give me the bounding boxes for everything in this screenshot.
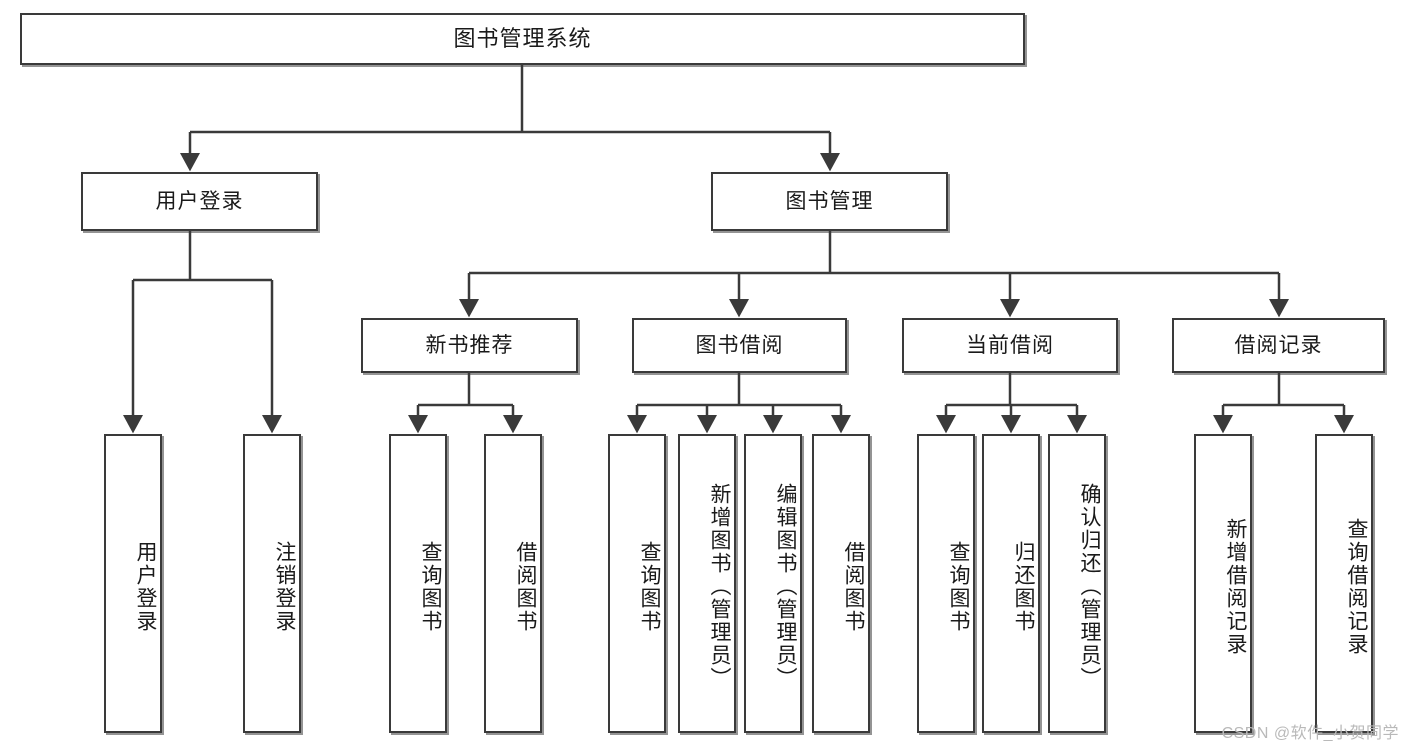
node-leaf-borrow-book-2[interactable]: 借阅图书 — [812, 434, 870, 733]
node-borrow-record[interactable]: 借阅记录 — [1172, 318, 1385, 373]
node-leaf-add-book[interactable]: 新增图书（管理员） — [678, 434, 736, 733]
node-label: 图书管理 — [785, 189, 874, 213]
node-leaf-user-login[interactable]: 用户登录 — [104, 434, 162, 733]
node-leaf-borrow-book-1[interactable]: 借阅图书 — [484, 434, 542, 733]
node-label: 查询图书 — [419, 540, 442, 633]
node-book-manage[interactable]: 图书管理 — [711, 172, 948, 231]
node-label: 借阅图书 — [842, 540, 865, 633]
watermark-text: CSDN @软件_小贺同学 — [1221, 725, 1399, 742]
node-label: 新增借阅记录 — [1224, 517, 1247, 656]
node-leaf-user-logout[interactable]: 注销登录 — [243, 434, 301, 733]
node-label: 用户登录 — [155, 189, 244, 213]
node-label: 查询图书 — [638, 540, 661, 633]
node-label: 编辑图书（管理员） — [774, 483, 797, 690]
node-label: 查询图书 — [947, 540, 970, 633]
node-leaf-query-book-1[interactable]: 查询图书 — [389, 434, 447, 733]
node-label: 图书管理系统 — [453, 25, 592, 51]
node-root-system[interactable]: 图书管理系统 — [20, 13, 1025, 65]
node-label: 新增图书（管理员） — [708, 483, 731, 690]
node-label: 借阅记录 — [1234, 333, 1323, 357]
node-leaf-query-book-3[interactable]: 查询图书 — [917, 434, 975, 733]
node-label: 当前借阅 — [966, 333, 1054, 357]
node-label: 归还图书 — [1012, 540, 1035, 633]
node-leaf-add-record[interactable]: 新增借阅记录 — [1194, 434, 1252, 733]
node-book-borrow[interactable]: 图书借阅 — [632, 318, 847, 373]
node-leaf-confirm-return[interactable]: 确认归还（管理员） — [1048, 434, 1106, 733]
node-label: 确认归还（管理员） — [1078, 483, 1101, 690]
node-leaf-query-record[interactable]: 查询借阅记录 — [1315, 434, 1373, 733]
node-label: 图书借阅 — [695, 333, 784, 357]
node-leaf-return-book[interactable]: 归还图书 — [982, 434, 1040, 733]
node-label: 用户登录 — [134, 540, 157, 633]
node-label: 注销登录 — [273, 540, 296, 633]
node-label: 新书推荐 — [425, 333, 514, 357]
node-user-login[interactable]: 用户登录 — [81, 172, 318, 231]
node-leaf-query-book-2[interactable]: 查询图书 — [608, 434, 666, 733]
node-leaf-edit-book[interactable]: 编辑图书（管理员） — [744, 434, 802, 733]
node-current-borrow[interactable]: 当前借阅 — [902, 318, 1118, 373]
node-label: 查询借阅记录 — [1345, 517, 1368, 656]
node-new-book-rec[interactable]: 新书推荐 — [361, 318, 578, 373]
node-label: 借阅图书 — [514, 540, 537, 633]
